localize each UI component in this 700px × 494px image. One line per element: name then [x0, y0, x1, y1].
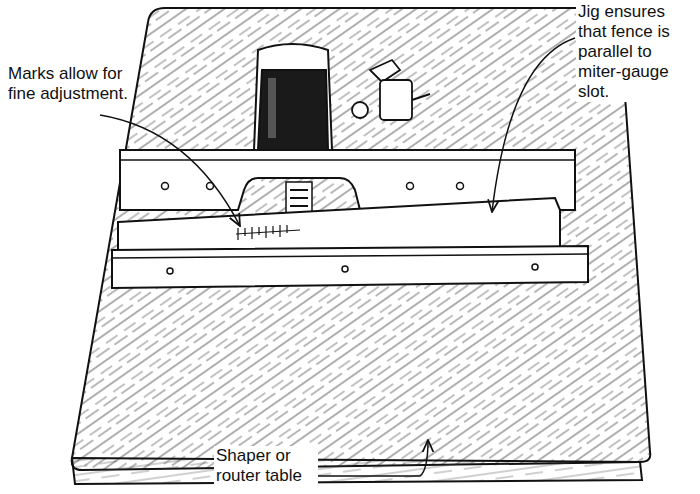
leader-line [100, 115, 240, 226]
router-motor [254, 44, 430, 150]
callout-label: Jig ensures that fence is parallel to mi… [576, 2, 696, 102]
leader-lines [100, 38, 575, 476]
front-rail [112, 246, 588, 288]
leader-line [492, 38, 575, 212]
table-slab [72, 8, 651, 484]
callout-label: Marks allow for fine adjustment. [6, 64, 130, 104]
leader-line [318, 440, 428, 476]
callout-label: Shaper or router table [214, 446, 318, 486]
